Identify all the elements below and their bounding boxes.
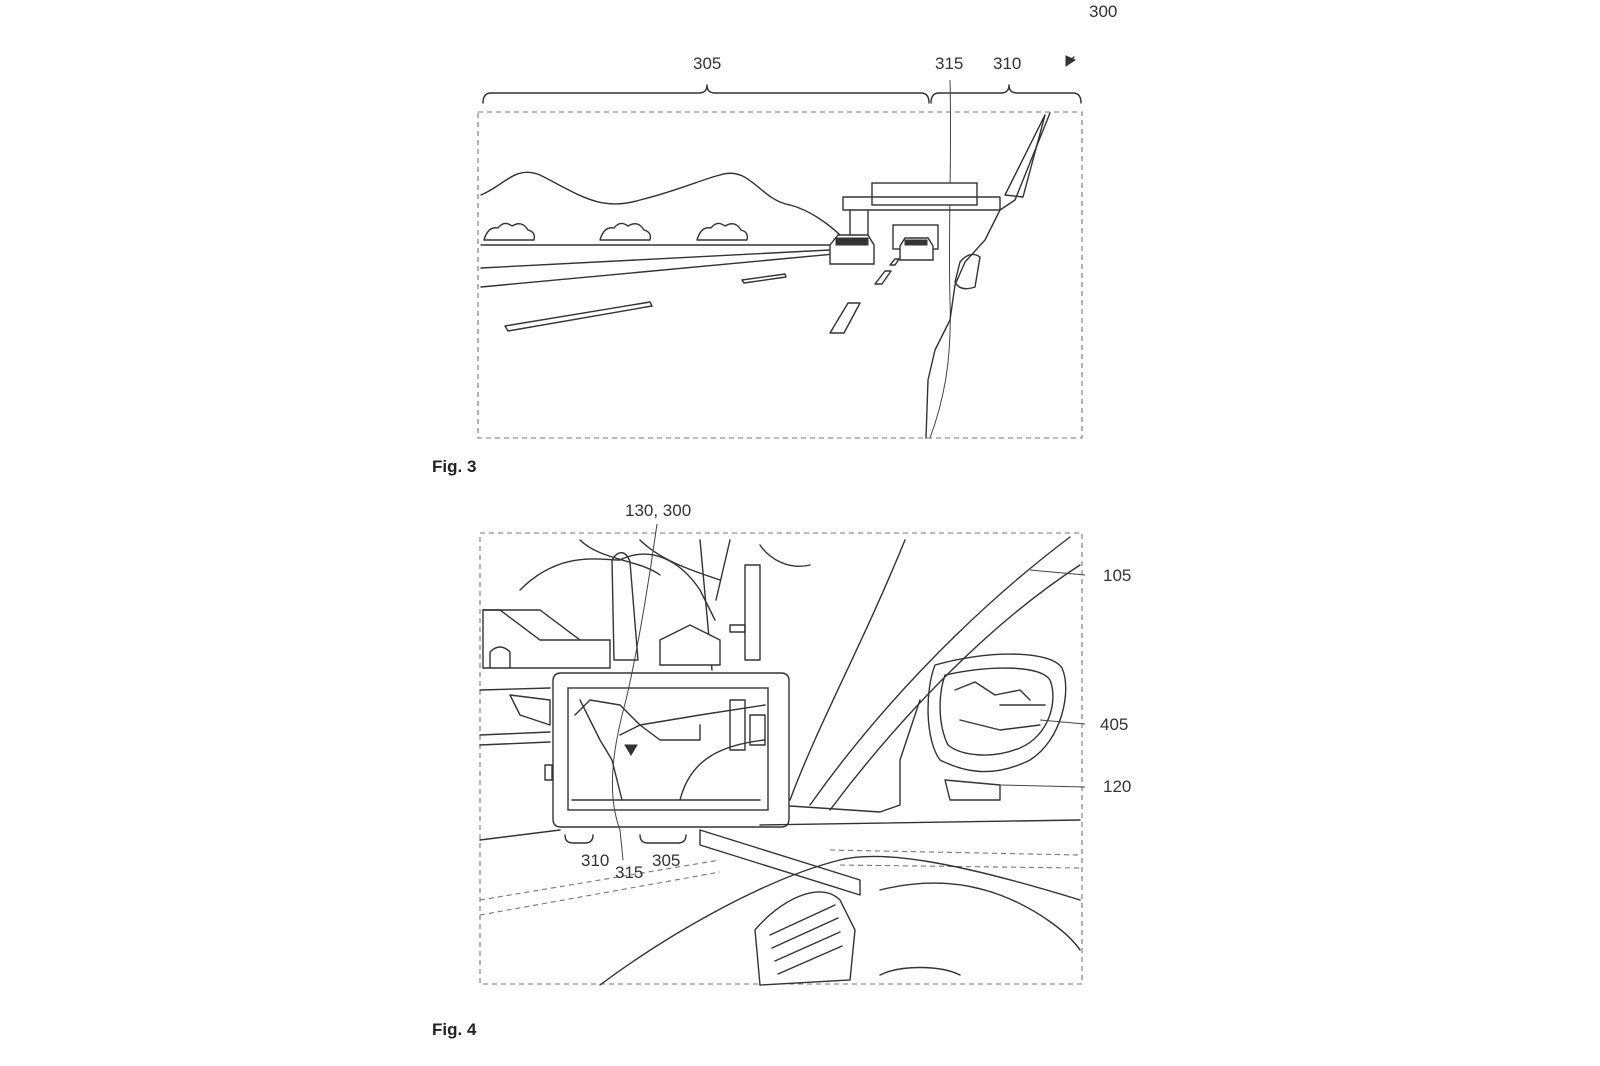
fig3-frame: [477, 111, 1083, 439]
fig3-leader-315: [929, 79, 952, 439]
fig4-window-sill: [479, 819, 1081, 841]
fig4-leader-105: [1029, 569, 1086, 576]
fig4-ref-310: 310: [581, 851, 610, 870]
fig3-a-pillar: [1004, 114, 1046, 198]
fig4-leader-405: [1039, 719, 1086, 725]
fig4-hill: [519, 553, 716, 621]
fig3-car-body-edge: [925, 112, 1051, 439]
fig4-ref-120: 120: [1103, 777, 1132, 796]
fig4-ref-405: 405: [1100, 715, 1129, 734]
fig4-leader-120: [999, 784, 1086, 788]
fig3-ref-310: 310: [993, 54, 1022, 73]
fig4-cypress-tree: [611, 552, 639, 661]
fig4-mailbox: [509, 694, 551, 726]
fig3-drawing: [477, 55, 1083, 439]
fig3-arrowhead: [1065, 55, 1077, 67]
fig4-a-pillar-outer: [809, 536, 1071, 806]
fig3-lane-mark-1: [504, 301, 653, 332]
fig3-brace-310: [930, 84, 1082, 104]
fig3-mountains: [480, 171, 843, 238]
fig3-ref-315: 315: [935, 54, 964, 73]
fig3-side-mirror: [954, 253, 981, 290]
fig3-cars: [829, 234, 934, 265]
fig4-screen-houses: [574, 699, 766, 726]
fig4-caption: Fig. 4: [432, 1020, 477, 1039]
fig4-leader-130-300: [611, 523, 658, 861]
fig4-a-pillar-inner: [789, 539, 906, 801]
fig4-ref-315: 315: [615, 863, 644, 882]
fig4-dashboard-curve: [599, 855, 1081, 986]
fig4-brace-305: [639, 834, 687, 844]
fig4-air-vent: [754, 891, 856, 986]
fig3-lane-mark-4: [874, 270, 892, 285]
fig4-wing-mirror-glass: [939, 667, 1054, 756]
fig4-ref-305: 305: [652, 851, 681, 870]
fig3-lane-mark-5: [889, 258, 900, 266]
fig4-display-screen: [567, 687, 769, 811]
fig4-screen-road: [571, 739, 766, 801]
fig4-ref-130-300: 130, 300: [625, 501, 692, 520]
fig4-mirror-mount: [789, 699, 921, 813]
fig4-dash-stitching: [479, 849, 1081, 916]
fig3-road-inner-edge: [480, 252, 846, 288]
fig4-tree-branches: [579, 539, 811, 671]
fig3-lane-mark-3: [829, 302, 861, 334]
fig3-ref-300: 300: [1089, 2, 1118, 21]
fig3-ref-305: 305: [693, 54, 722, 73]
fig3-lane-mark-2: [741, 273, 787, 284]
fig4-drawing: [479, 523, 1086, 986]
fig3-caption: Fig. 3: [432, 457, 477, 476]
fig4-pole: [744, 564, 761, 661]
fig4-house-right: [659, 624, 721, 666]
fig4-screen-body-edge: [579, 699, 623, 801]
fig3-road-left-edge: [480, 249, 831, 269]
fig4-wing-mirror-housing: [927, 653, 1067, 773]
fig4-house-left: [482, 609, 611, 669]
fig4-brace-310: [564, 834, 594, 844]
fig4-dash-trim: [699, 829, 861, 896]
fig3-brace-305: [482, 84, 930, 104]
fig4-ref-105: 105: [1103, 566, 1132, 585]
fig3-trees: [483, 222, 749, 241]
